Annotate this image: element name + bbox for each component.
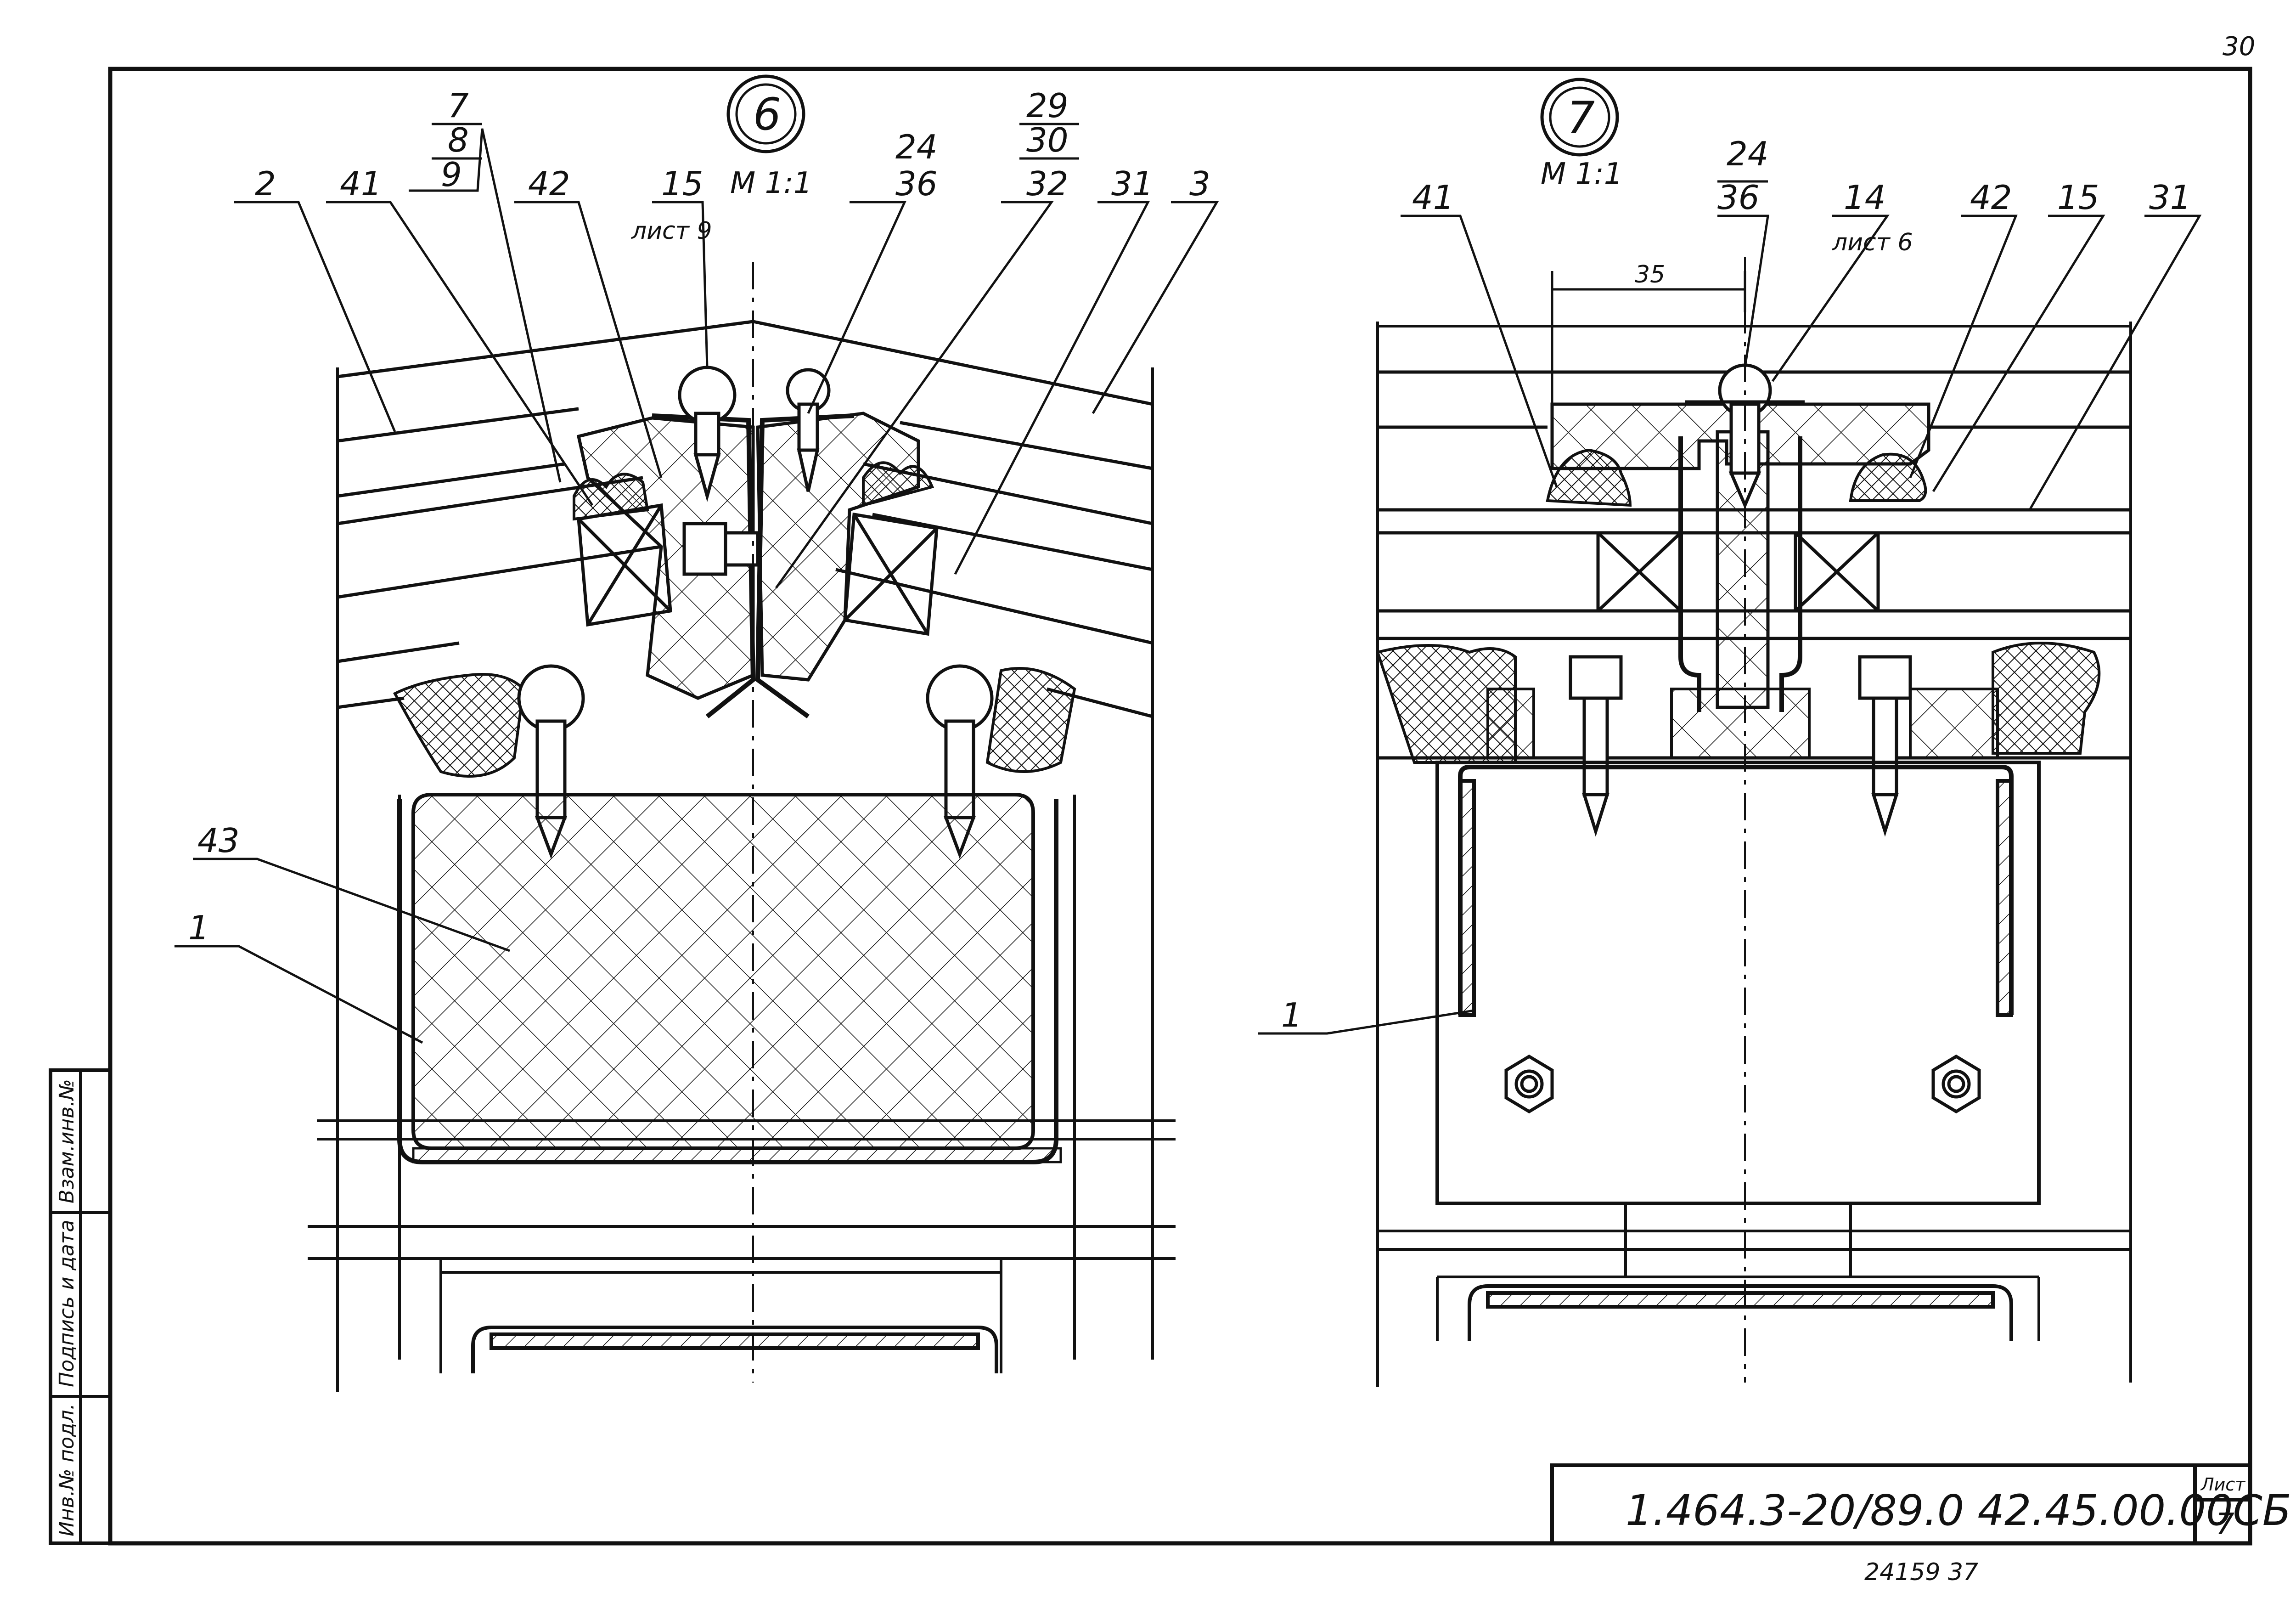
detail-7-number: 7	[1567, 92, 1595, 144]
detail-6-bolt	[682, 522, 760, 576]
label-31: 31	[1111, 164, 1154, 203]
detail-6-seals	[393, 461, 1076, 778]
title-block	[1550, 1463, 2252, 1545]
detail-7-screw-left	[1569, 655, 1623, 837]
sheet-number: 7	[2216, 1507, 2234, 1541]
label-41: 41	[340, 164, 382, 203]
stamp-inv-no: Инв.№ подл.	[55, 1403, 79, 1536]
detail-6-screw-top-right	[786, 368, 831, 492]
label-7: 7	[448, 86, 469, 125]
detail-7-callout: 7	[1540, 78, 1619, 157]
sheet-frame	[108, 67, 2252, 1546]
detail-6-scale: M 1:1	[730, 166, 812, 200]
detail-6-bottom-channel	[471, 1326, 998, 1373]
label-3: 3	[1189, 164, 1210, 203]
detail-7-wood-block-left	[1596, 531, 1683, 613]
detail-6-callout: 6	[726, 74, 805, 153]
detail-6: 6 M 1:1	[174, 74, 1219, 1392]
label-15: 15	[2057, 178, 2099, 217]
detail-7-seals	[1376, 448, 2101, 764]
label-14: 14	[1844, 178, 1886, 217]
detail-7-wood-block-right	[1794, 531, 1880, 613]
label-2: 2	[255, 164, 276, 203]
label-15: 15	[661, 164, 703, 203]
detail-6-core	[397, 793, 1062, 1164]
detail-7: 7 M 1:1	[1258, 78, 2202, 1387]
label-41: 41	[1412, 178, 1454, 217]
detail-7-nut-right	[1931, 1054, 1981, 1114]
detail-6-number: 6	[753, 89, 781, 140]
detail-7-screw-right	[1858, 655, 1912, 837]
dimension-35: 35	[1635, 261, 1665, 288]
detail-7-bottom-channel	[1468, 1284, 2013, 1341]
detail-7-nut-left	[1504, 1054, 1554, 1114]
label-sheet-ref-9: лист 9	[631, 217, 712, 245]
label-24: 24	[895, 128, 938, 166]
drawing-designation: 1.464.3-20/89.0 42.45.00.00СБ	[1626, 1486, 2291, 1535]
side-stamp: Взам.инв.№ Подпись и дата Инв.№ подл.	[49, 1068, 112, 1545]
label-31: 31	[2149, 178, 2191, 217]
corner-mark: 30	[2223, 32, 2255, 62]
label-24: 24	[1727, 135, 1769, 173]
sheet-label: Лист	[2200, 1474, 2246, 1495]
label-32: 32	[1026, 164, 1069, 203]
label-8: 8	[448, 121, 469, 159]
label-36: 36	[895, 164, 938, 203]
label-42: 42	[528, 164, 570, 203]
label-36: 36	[1717, 178, 1760, 217]
stamp-sign-date: Подпись и дата	[55, 1220, 79, 1387]
detail-7-scale: M 1:1	[1541, 157, 1623, 191]
label-9: 9	[441, 155, 462, 194]
label-29: 29	[1026, 86, 1069, 125]
stamp-replace-inv: Взам.инв.№	[55, 1079, 79, 1203]
detail-7-plate	[1435, 761, 2041, 1205]
label-sheet-ref-6: лист 6	[1832, 229, 1913, 256]
label-42: 42	[1970, 178, 2012, 217]
label-1: 1	[188, 909, 209, 947]
label-30: 30	[1026, 121, 1069, 159]
footer-code: 24159 37	[1864, 1558, 1978, 1586]
detail-7-dimension-35	[1551, 271, 1746, 413]
label-1: 1	[1281, 996, 1302, 1034]
detail-6-screw-top-left	[678, 366, 737, 502]
label-43: 43	[197, 821, 240, 860]
